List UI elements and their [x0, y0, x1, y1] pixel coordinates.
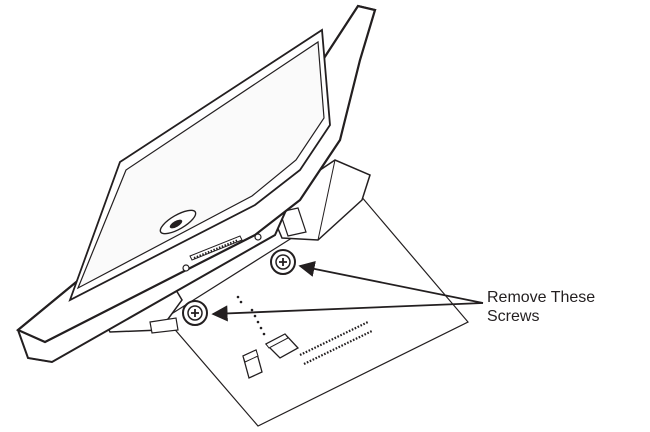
callout-line-2: Screws	[487, 308, 540, 325]
monitor-body	[15, 4, 377, 364]
stand-bracket-right	[267, 159, 371, 241]
pin-header-vertical	[236, 295, 266, 336]
callout-arrows	[211, 260, 484, 322]
screw-right-icon	[270, 249, 296, 275]
screw-left-icon	[182, 300, 208, 326]
callout-line-1: Remove These	[487, 289, 596, 306]
connector-strip	[182, 233, 262, 272]
port-block-2	[264, 333, 300, 359]
callout-label: Remove These Screws	[487, 288, 647, 326]
port-block-1	[242, 349, 263, 379]
